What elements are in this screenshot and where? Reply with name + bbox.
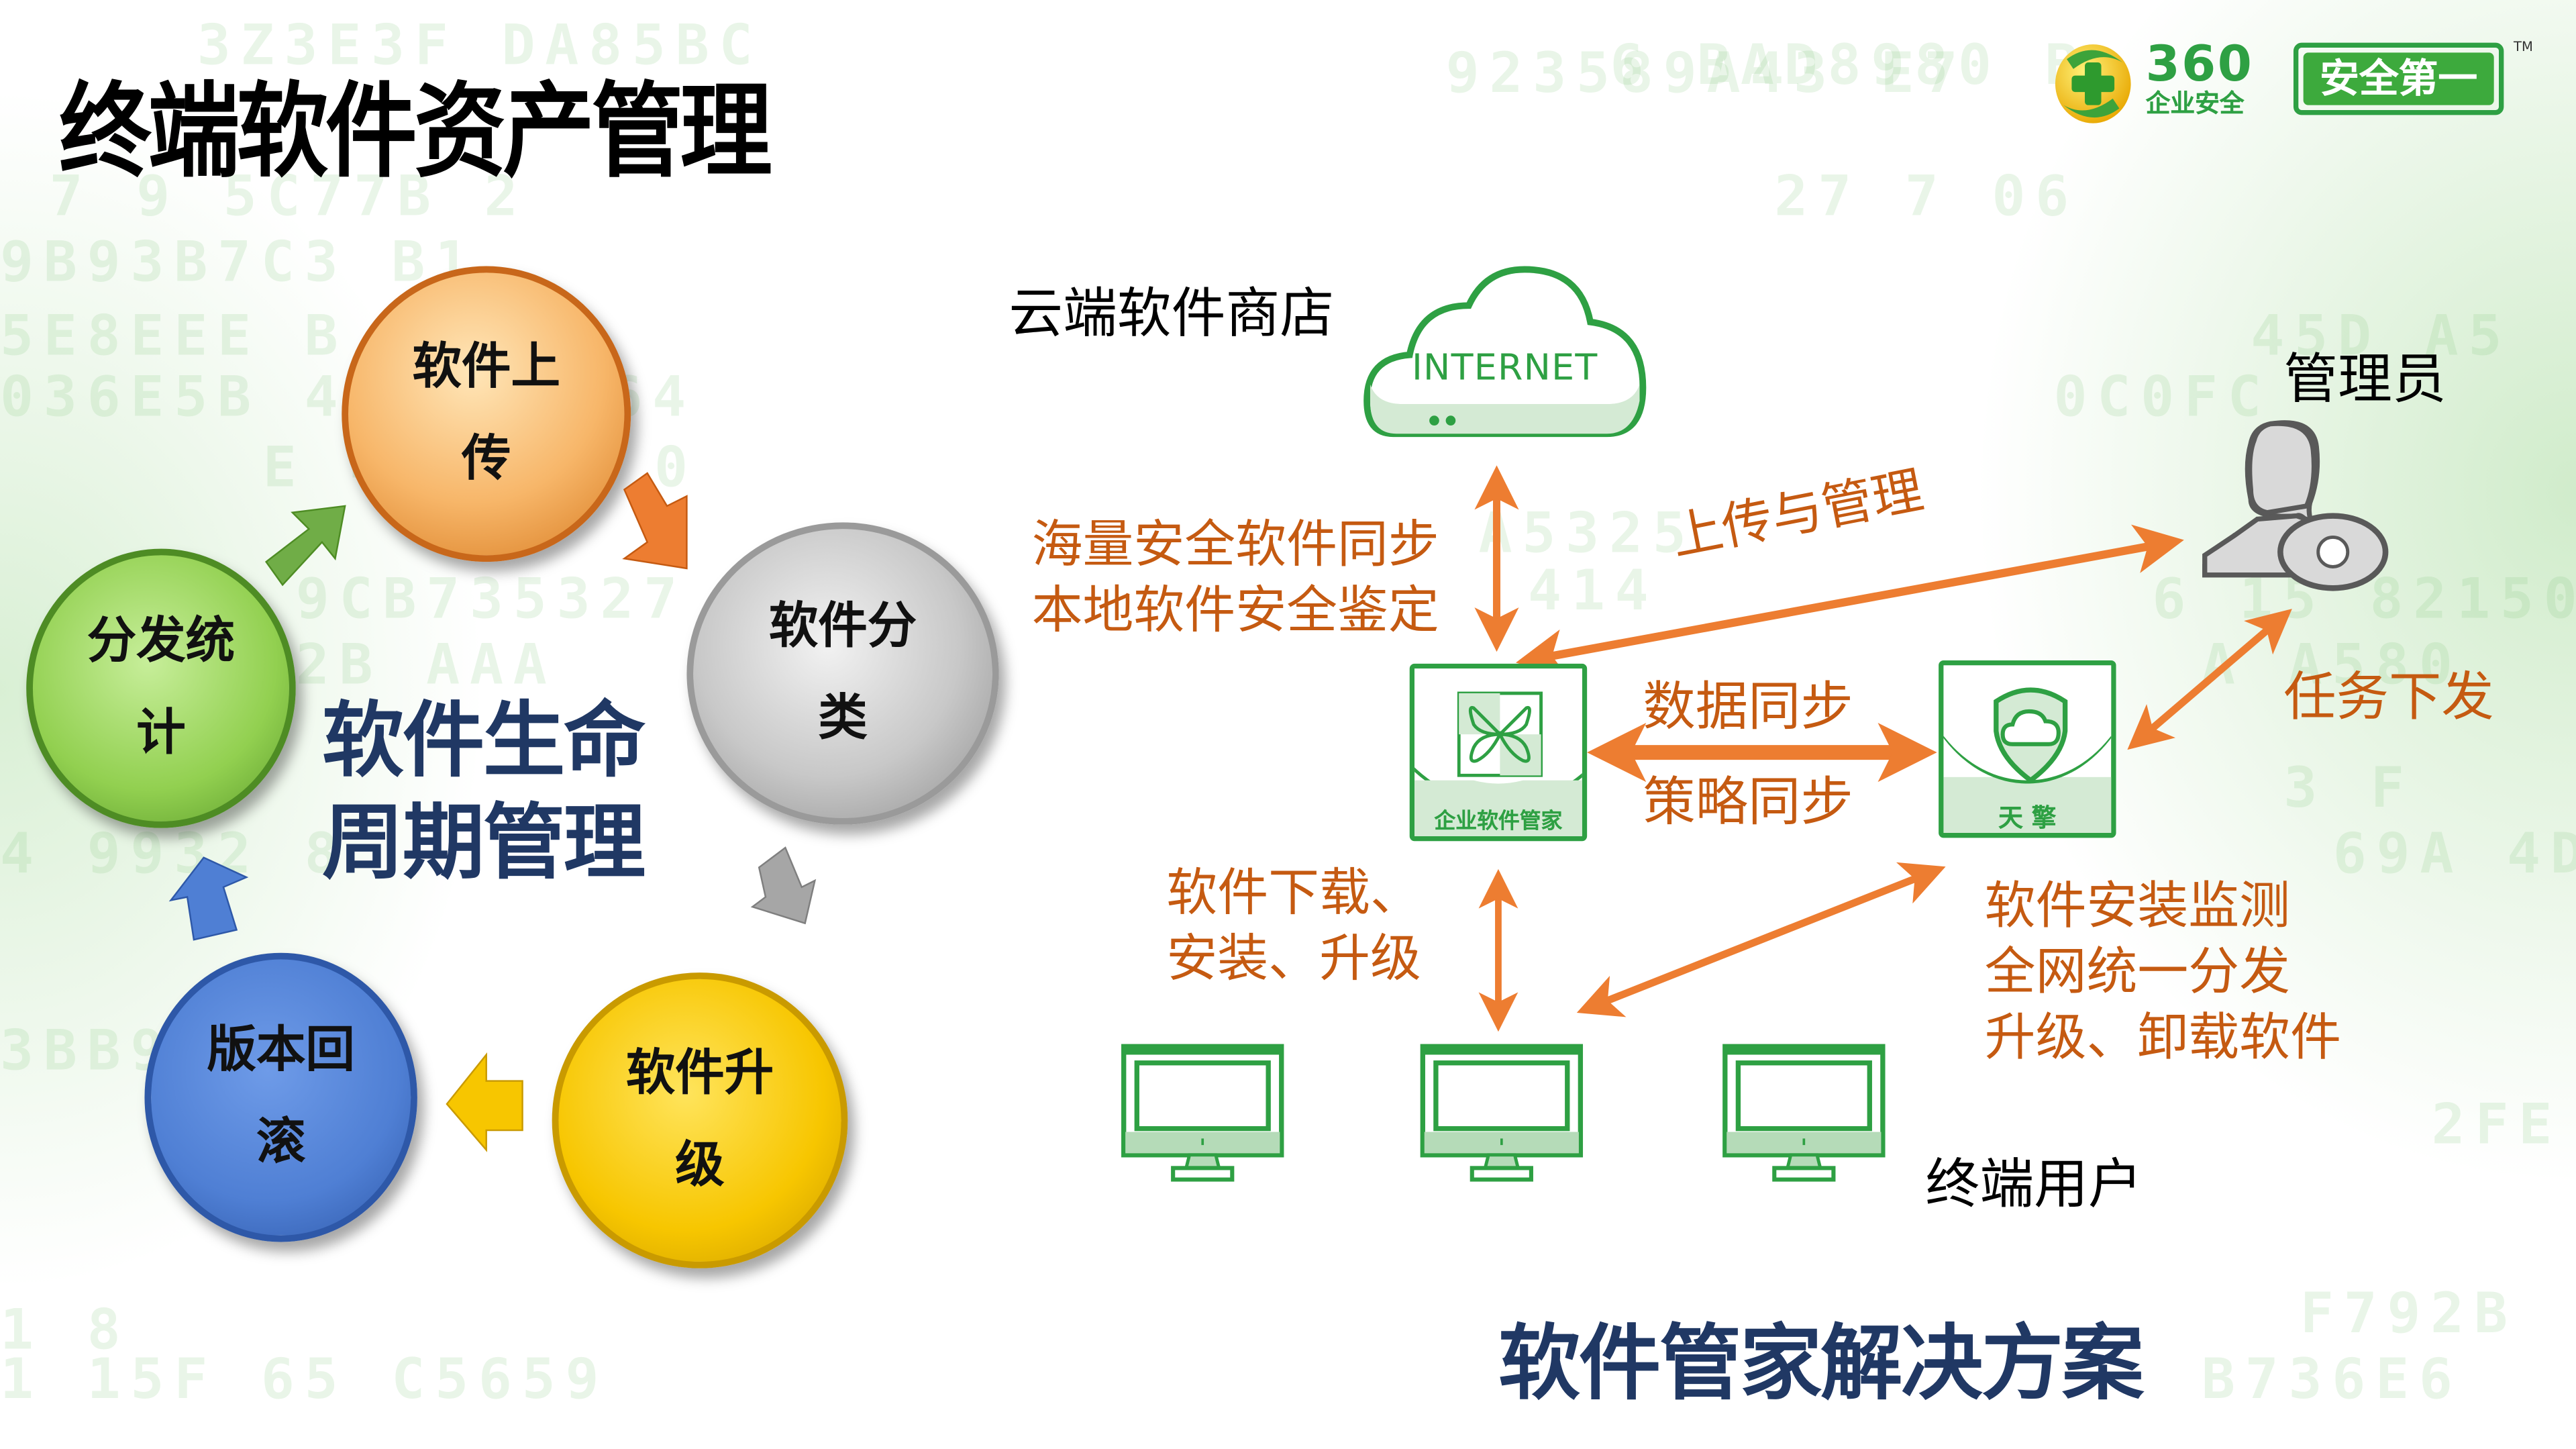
admin-label: 管理员	[2283, 346, 2446, 411]
stage-classify: 软件分类	[686, 522, 999, 825]
monitor-icon	[1722, 1044, 1886, 1182]
bg-code: 9B93B7C3 B1	[0, 230, 478, 296]
butterfly-icon	[1457, 691, 1543, 777]
lifecycle-title-line2: 周期管理	[321, 795, 646, 891]
edge-label-line: 安装、升级	[1166, 930, 1421, 989]
arrow-down-right-icon	[622, 472, 688, 570]
cloud-label: 云端软件商店	[1009, 281, 1335, 346]
bg-code: 2B AAA	[295, 632, 557, 699]
lifecycle-title: 软件生命 周期管理	[321, 690, 646, 894]
software-manager-node: 企业软件管家	[1409, 663, 1588, 842]
admin-user-icon	[2202, 420, 2389, 591]
bg-code: 7 9 5C77B 2	[49, 164, 528, 230]
edge-label-manager-endpoint: 软件下载、 安装、升级	[1166, 861, 1421, 993]
software-manager-label: 企业软件管家	[1434, 809, 1563, 835]
stage-distribute: 分发统计	[26, 548, 296, 828]
monitor-icon	[1121, 1044, 1284, 1182]
bg-code: 1 15F 65 C5659	[0, 1347, 609, 1413]
brand-logo: 360 企业安全 安全第一 TM	[2051, 36, 2533, 125]
stage-upgrade-line1: 软件升	[625, 1044, 774, 1103]
bg-code: 45D A5	[2251, 303, 2512, 370]
bg-code: 2FE	[2431, 1092, 2563, 1158]
slogan-box: 安全第一	[2293, 42, 2504, 115]
arrow-up-icon	[168, 856, 249, 941]
page-title: 终端软件资产管理	[59, 73, 772, 193]
edge-label-admin-tianqing: 任务下发	[2283, 665, 2494, 728]
bg-code: 69A 4D	[2332, 821, 2576, 887]
cloud-text: INTERNET	[1411, 348, 1598, 390]
brand-360: 360	[2145, 36, 2254, 94]
bg-code: 1 8	[0, 1297, 131, 1364]
edge-label-policy-sync: 策略同步	[1643, 770, 1853, 834]
edge-label-line: 海量安全软件同步	[1031, 515, 1439, 575]
edge-label-line: 全网统一分发	[1984, 943, 2291, 1003]
edge-label-line: 软件安装监测	[1984, 877, 2291, 937]
stage-upload-line1: 软件上	[412, 338, 560, 396]
arrow-down-icon	[750, 846, 817, 925]
bg-code: 923589A43 E7	[1445, 41, 1968, 107]
360-plus-icon	[2055, 44, 2131, 123]
stage-classify-line1: 软件分	[768, 597, 917, 656]
bg-code: 3 F	[2283, 755, 2414, 821]
trademark: TM	[2514, 39, 2533, 54]
stage-distribute-line2: 计	[136, 705, 186, 762]
edge-label-line: 升级、卸载软件	[1984, 1008, 2341, 1068]
bg-code: 3Z3E3F DA85BC	[197, 13, 763, 79]
edge-admin-tianqing	[2127, 609, 2292, 750]
monitor-icon	[1420, 1044, 1584, 1182]
stage-rollback-line1: 版本回	[207, 1021, 355, 1080]
bg-code: F792B	[2300, 1281, 2518, 1348]
bg-code: 9CB735327	[295, 566, 688, 633]
stage-distribute-line1: 分发统	[87, 613, 236, 670]
edge-label-cloud-manager: 海量安全软件同步 本地软件安全鉴定	[1032, 513, 1439, 644]
brand-sub: 企业安全	[2145, 89, 2245, 119]
lifecycle-title-line1: 软件生命	[321, 693, 646, 789]
node-band	[1943, 777, 2112, 834]
slogan-text: 安全第一	[2303, 52, 2494, 105]
edge-label-line: 本地软件安全鉴定	[1031, 581, 1439, 641]
edge-label-line: 软件下载、	[1166, 864, 1421, 923]
node-band	[1414, 780, 1582, 836]
stage-classify-line2: 类	[818, 690, 868, 748]
tianqing-node: 天 擎	[1939, 660, 2116, 838]
arrow-left-icon	[446, 1052, 523, 1152]
solution-title: 软件管家解决方案	[1498, 1315, 2144, 1411]
lifecycle-arrows	[168, 472, 817, 1152]
cloud-internet-icon	[1363, 266, 1647, 438]
bg-code: 4 9932 8	[0, 821, 348, 887]
bg-code: 27 7 06	[1774, 164, 2079, 230]
edge-admin-manager	[1515, 524, 2184, 679]
edge-label-tianqing-endpoint: 软件安装监测 全网统一分发 升级、卸载软件	[1985, 874, 2341, 1071]
bg-code: 0C0FC	[2053, 364, 2271, 431]
endpoint-label: 终端用户	[1925, 1151, 2143, 1216]
stage-rollback: 版本回滚	[144, 952, 417, 1242]
shield-cloud-icon	[1994, 687, 2068, 784]
edge-label-data-sync: 数据同步	[1643, 675, 1853, 738]
stage-upload: 软件上传	[342, 266, 631, 562]
bg-code: 6 BAD8980 B	[1610, 32, 2089, 99]
arrow-up-right-icon	[264, 505, 346, 587]
edge-tianqing-endpoint	[1576, 862, 1946, 1017]
bg-code: B736E6	[2201, 1347, 2463, 1413]
stage-rollback-line2: 滚	[256, 1113, 306, 1172]
tianqing-label: 天 擎	[1998, 803, 2057, 834]
stage-upgrade-line2: 级	[675, 1136, 725, 1195]
stage-upload-line2: 传	[462, 430, 511, 488]
stage-upgrade: 软件升级	[552, 972, 848, 1268]
